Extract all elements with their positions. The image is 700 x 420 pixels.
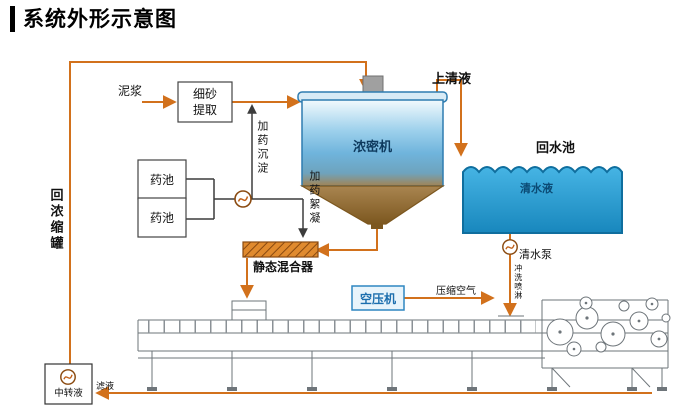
- underflow-line: [315, 228, 378, 257]
- supernatant-label: 上清液: [432, 72, 472, 87]
- chem-pool-2-box: [137, 197, 187, 238]
- thickener-tank: [297, 75, 448, 229]
- static-mixer-bar: [242, 241, 319, 258]
- mud-label: 泥浆: [118, 84, 143, 98]
- chem-pool-1-box: [137, 159, 187, 200]
- clear-water-pump-icon: [502, 239, 518, 255]
- dose-floc-label: 加药絮凝: [307, 170, 321, 226]
- return-pool-label: 回水池: [536, 141, 576, 156]
- transfer-liquid-label: 中转液: [54, 388, 83, 399]
- dosing-lines: [186, 104, 308, 238]
- compressed-air-label: 压缩空气: [436, 286, 476, 297]
- return-concentrate-tank-label: 回浓缩罐: [47, 188, 63, 252]
- dose-settle-label: 加药沉淀: [255, 120, 269, 176]
- chem-pool-1-label: 药池: [149, 173, 174, 187]
- flush-spray-label: 冲洗喷淋: [513, 264, 523, 300]
- air-compressor-label: 空压机: [359, 292, 396, 306]
- thickener-funnel: [299, 185, 445, 225]
- air-compressor-box: [351, 285, 405, 311]
- thickener-label: 浓密机: [353, 140, 393, 155]
- dosing-pump-icon: [234, 190, 252, 208]
- supernatant-line: [436, 79, 468, 157]
- press-legs: [151, 351, 663, 388]
- sand-extraction-label: 细砂 提取: [192, 87, 217, 118]
- belt-filter-press: [137, 296, 671, 391]
- sand-extraction-box: [177, 81, 233, 123]
- clear-water-pump-label: 清水泵: [519, 248, 552, 261]
- transfer-pump-icon: [60, 369, 76, 385]
- clear-water-label: 清水液: [520, 182, 553, 195]
- filtrate-label: 滤液: [96, 382, 115, 392]
- chem-pool-2-label: 药池: [149, 211, 174, 225]
- page-title: 系统外形示意图: [10, 6, 177, 32]
- return-water-pool: [462, 166, 623, 234]
- static-mixer-label: 静态混合器: [253, 260, 314, 274]
